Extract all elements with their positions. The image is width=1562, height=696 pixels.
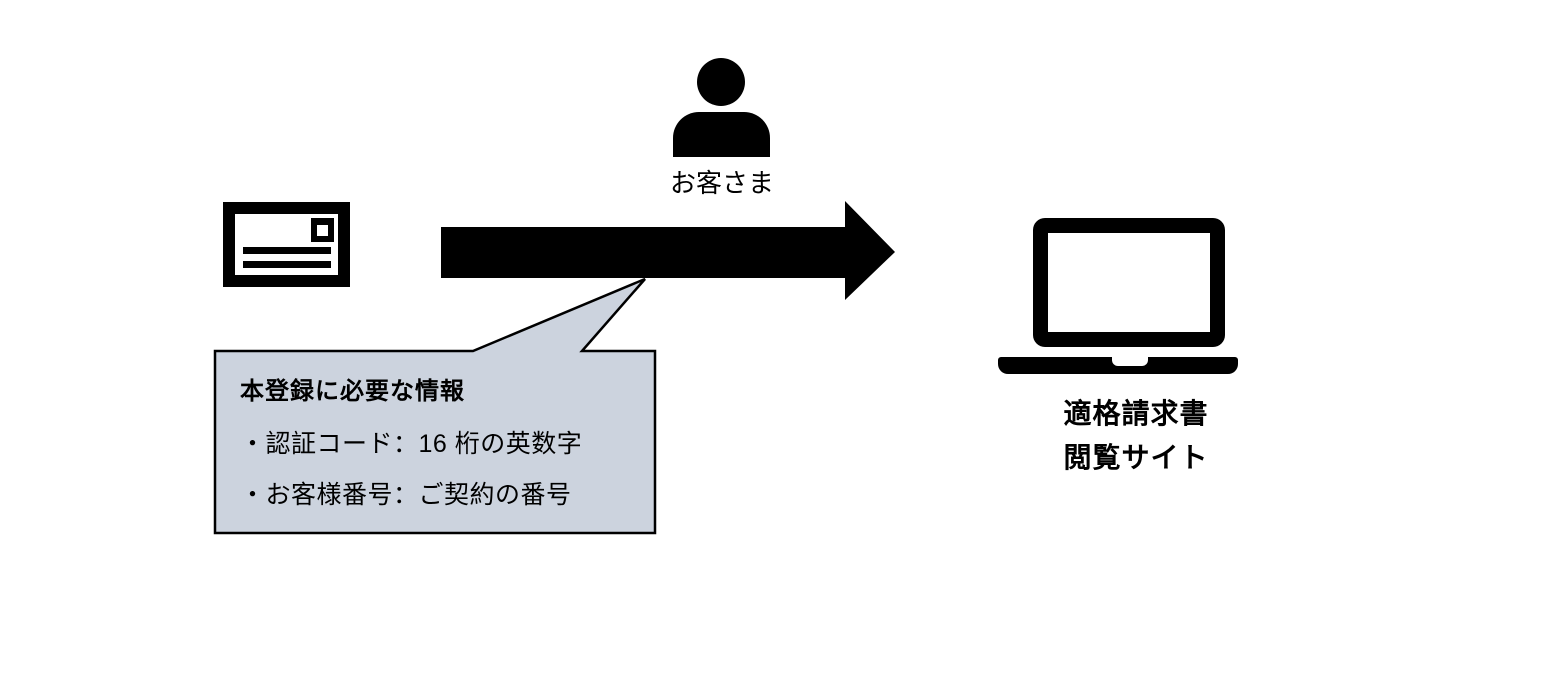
laptop-base	[998, 357, 1238, 374]
address-line	[243, 261, 331, 268]
person-icon	[697, 58, 745, 106]
right-arrow-icon	[441, 201, 895, 300]
callout-shape	[213, 277, 657, 535]
stamp-icon	[311, 218, 334, 242]
invoice-site-label-line2: 閲覧サイト	[1063, 442, 1209, 473]
callout-item-customer-number: ・お客様番号：ご契約の番号	[240, 481, 572, 509]
laptop-notch	[1112, 357, 1148, 366]
callout-bubble	[213, 277, 657, 535]
laptop-icon	[1033, 218, 1225, 347]
mail-envelope-icon	[223, 202, 350, 287]
address-line	[243, 247, 331, 254]
right-arrow-shape	[441, 201, 895, 300]
customer-label: お客さま	[669, 168, 774, 198]
callout-item-auth-code: ・認証コード：16 桁の英数字	[240, 430, 583, 458]
callout-title: 本登録に必要な情報	[240, 378, 465, 405]
invoice-site-label: 適格請求書 閲覧サイト	[986, 392, 1286, 480]
person-icon-body	[673, 112, 770, 157]
stamp-inner	[317, 225, 328, 236]
invoice-site-label-line1: 適格請求書	[1063, 398, 1209, 429]
